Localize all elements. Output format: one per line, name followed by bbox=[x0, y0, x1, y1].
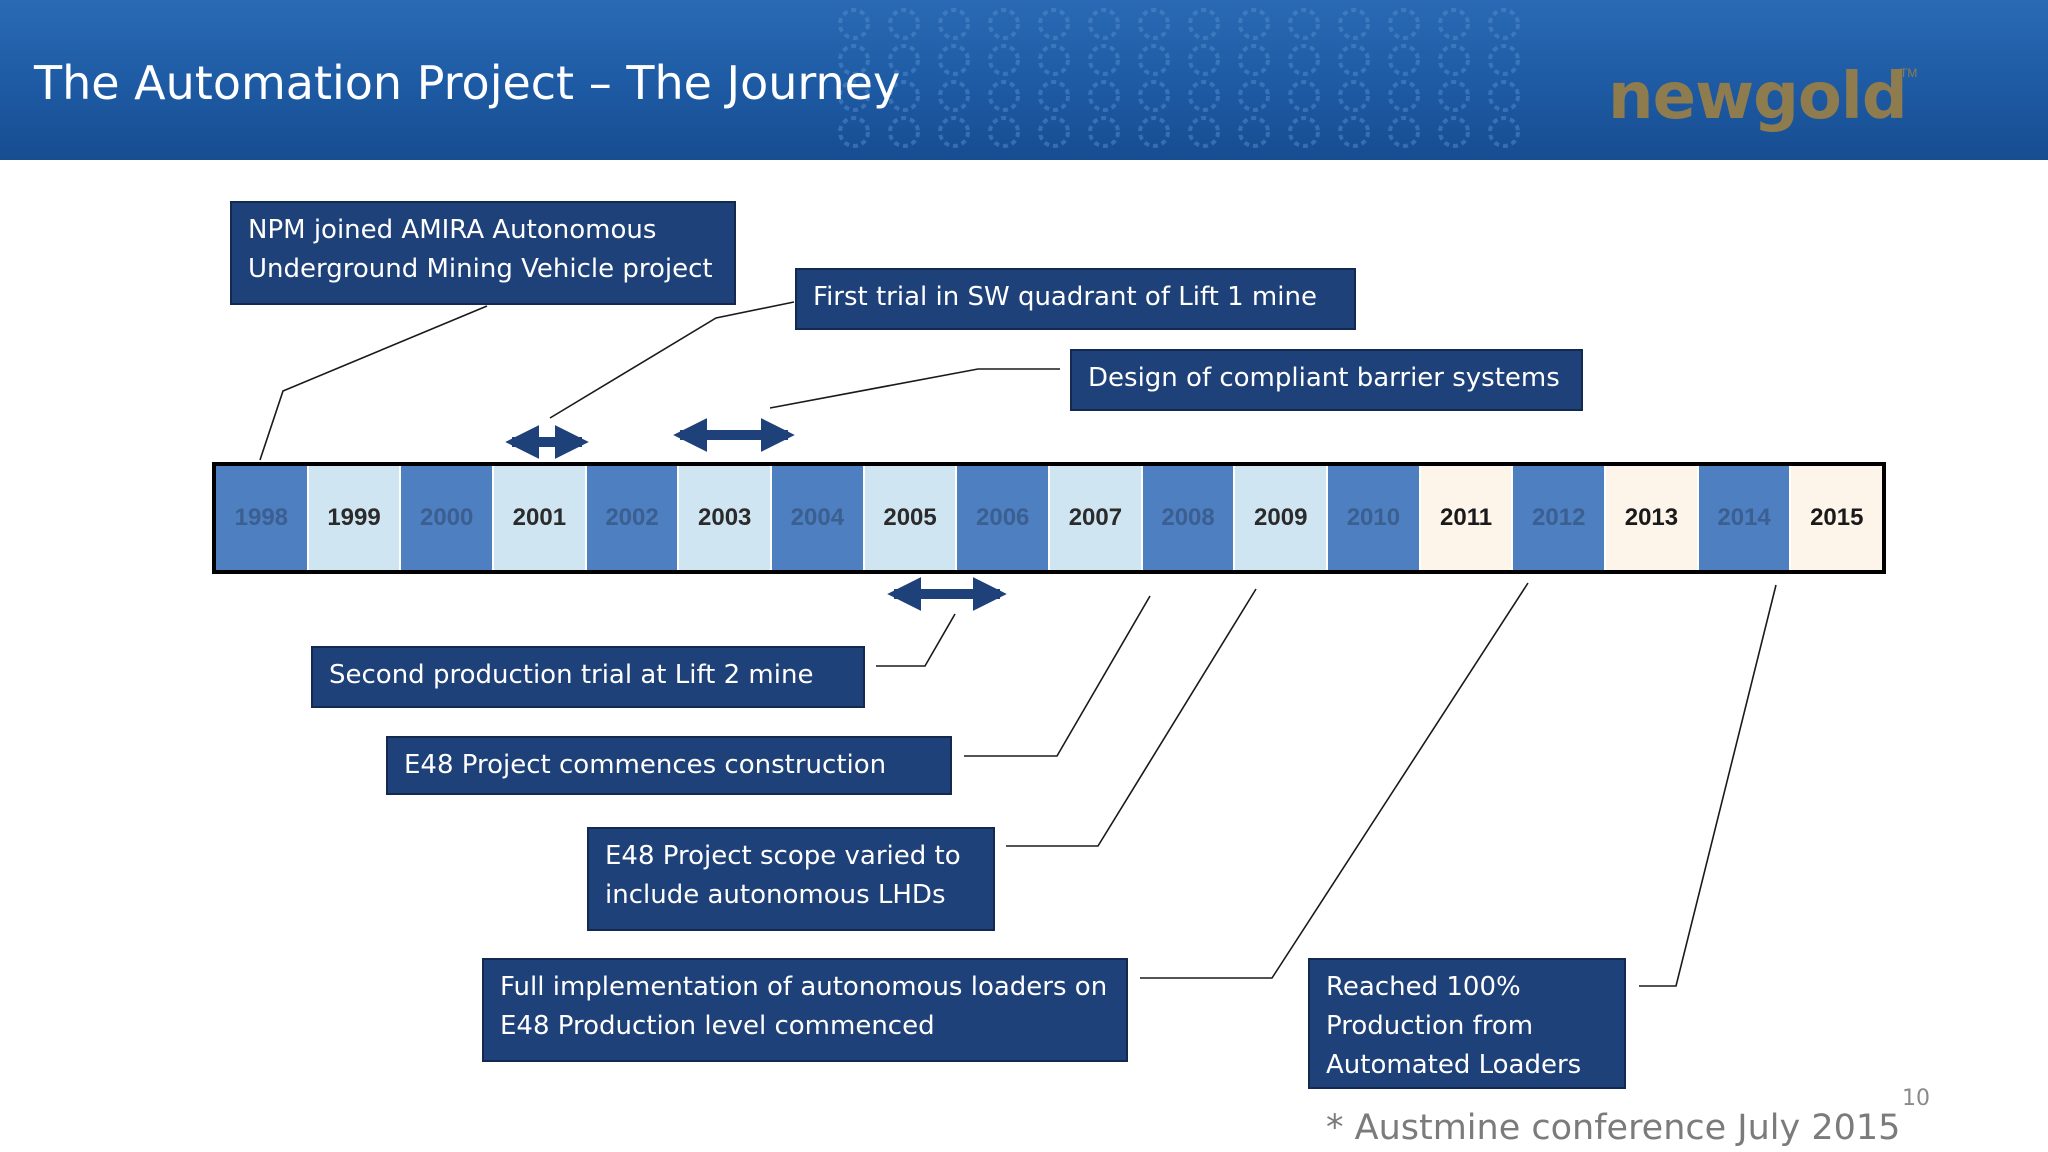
callout-second-trial-text: Second production trial at Lift 2 mine bbox=[329, 660, 814, 690]
callout-barrier-text: Design of compliant barrier systems bbox=[1088, 363, 1560, 393]
callout-first-trial: First trial in SW quadrant of Lift 1 min… bbox=[795, 268, 1356, 330]
footnote: * Austmine conference July 2015 bbox=[1326, 1108, 1901, 1148]
year-cell-2002: 2002 bbox=[586, 466, 680, 570]
callout-reached-100: Reached 100% Production from Automated L… bbox=[1308, 958, 1626, 1089]
callout-first-trial-text: First trial in SW quadrant of Lift 1 min… bbox=[813, 282, 1317, 312]
year-cell-2009: 2009 bbox=[1235, 466, 1329, 570]
leader-full-impl bbox=[1140, 582, 1529, 979]
header-banner: The Automation Project – The Journey new… bbox=[0, 0, 2048, 160]
leader-first-trial bbox=[549, 301, 795, 419]
year-cell-1999: 1999 bbox=[308, 466, 402, 570]
callout-barrier: Design of compliant barrier systems bbox=[1070, 349, 1583, 411]
leader-second-trial bbox=[876, 613, 956, 667]
page-number: 10 bbox=[1902, 1086, 1930, 1111]
callout-e48-construction: E48 Project commences construction bbox=[386, 736, 952, 795]
year-cell-2001: 2001 bbox=[494, 466, 587, 570]
year-cell-2012: 2012 bbox=[1513, 466, 1607, 570]
year-cell-2003: 2003 bbox=[679, 466, 773, 570]
year-cell-2000: 2000 bbox=[401, 466, 495, 570]
callout-e48-scope: E48 Project scope varied to include auto… bbox=[587, 827, 995, 931]
leader-barrier bbox=[769, 368, 1060, 409]
year-cell-2008: 2008 bbox=[1142, 466, 1236, 570]
leader-e48-construction bbox=[964, 595, 1151, 757]
year-cell-2007: 2007 bbox=[1050, 466, 1143, 570]
header-pattern-decoration bbox=[838, 8, 1520, 148]
year-cell-2015: 2015 bbox=[1791, 466, 1883, 570]
year-cell-1998: 1998 bbox=[216, 466, 309, 570]
newgold-logo: newgold bbox=[1608, 60, 1908, 134]
callout-full-implementation: Full implementation of autonomous loader… bbox=[482, 958, 1128, 1062]
leader-e48-scope bbox=[1006, 588, 1257, 847]
logo-trademark: TM bbox=[1900, 66, 1918, 80]
leader-amira bbox=[259, 305, 488, 461]
year-cell-2014: 2014 bbox=[1698, 466, 1792, 570]
page-title: The Automation Project – The Journey bbox=[34, 56, 901, 110]
callout-amira-text: NPM joined AMIRA Autonomous Underground … bbox=[248, 215, 713, 284]
year-cell-2005: 2005 bbox=[864, 466, 958, 570]
year-cell-2004: 2004 bbox=[772, 466, 865, 570]
leader-reached-100 bbox=[1639, 584, 1777, 987]
callout-e48-scope-text: E48 Project scope varied to include auto… bbox=[605, 841, 961, 910]
year-cell-2011: 2011 bbox=[1420, 466, 1514, 570]
callout-e48-construction-text: E48 Project commences construction bbox=[404, 750, 887, 780]
year-cell-2010: 2010 bbox=[1328, 466, 1421, 570]
callout-reached-100-text: Reached 100% Production from Automated L… bbox=[1326, 972, 1582, 1080]
year-timeline: 1998 1999 2000 2001 2002 2003 2004 2005 … bbox=[212, 462, 1886, 574]
callout-full-implementation-text: Full implementation of autonomous loader… bbox=[500, 972, 1108, 1041]
callout-second-trial: Second production trial at Lift 2 mine bbox=[311, 646, 865, 708]
year-cell-2013: 2013 bbox=[1606, 466, 1699, 570]
year-cell-2006: 2006 bbox=[957, 466, 1051, 570]
callout-amira: NPM joined AMIRA Autonomous Underground … bbox=[230, 201, 736, 305]
